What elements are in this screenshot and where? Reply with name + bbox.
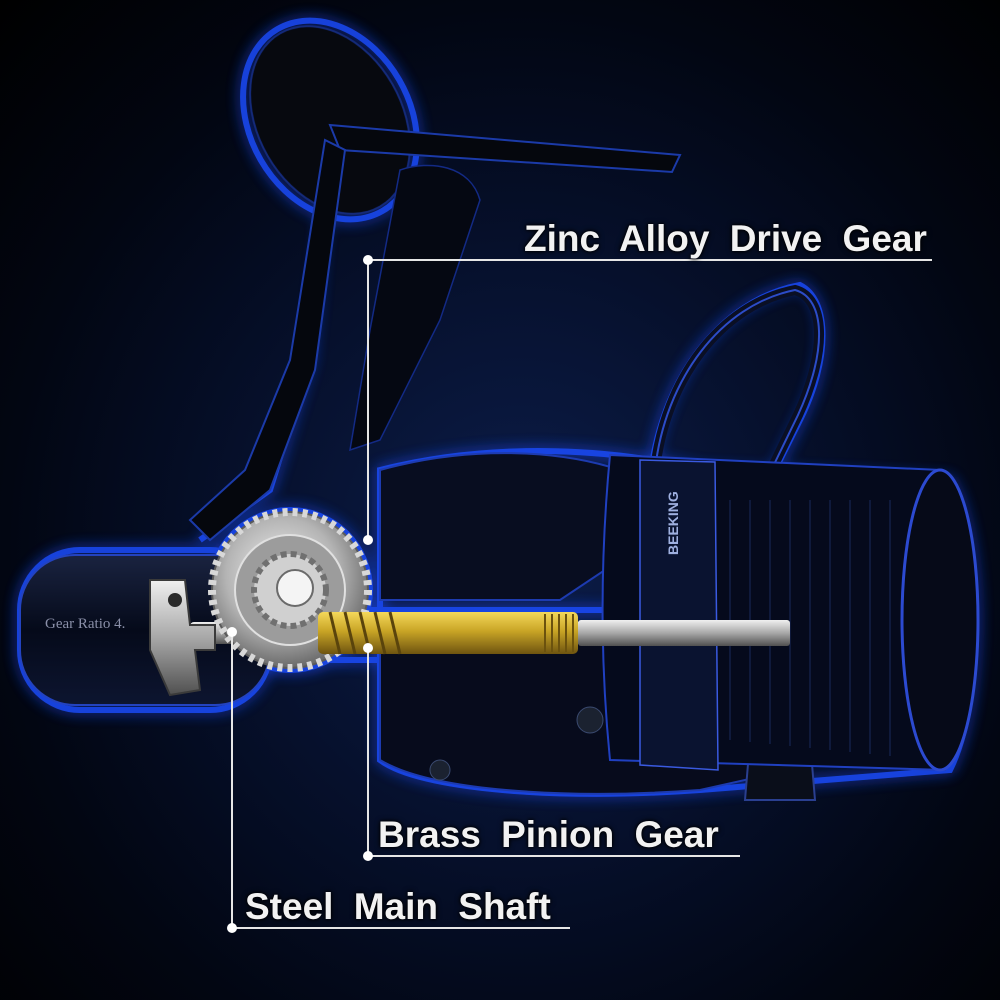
drive-gear-label: Zinc Alloy Drive Gear (524, 218, 927, 259)
handle-arm (328, 123, 682, 174)
spool-lip (900, 468, 980, 772)
main-shaft-label: Steel Main Shaft (245, 886, 551, 927)
gear-ratio-text: Gear Ratio 4. (45, 616, 125, 632)
rotor-arm (188, 138, 347, 542)
pinion-gear-label: Brass Pinion Gear (378, 814, 719, 855)
leader-dots (227, 255, 373, 933)
shaft-thread (544, 614, 574, 652)
handle-knob (249, 25, 411, 215)
shaft-end (578, 620, 790, 646)
spool-band (639, 459, 719, 771)
handle-crank (149, 579, 216, 697)
brass-pinion-gear (318, 612, 578, 654)
reel-housing (379, 452, 621, 601)
spool-brand-text: BEEKING (665, 491, 681, 555)
reel-foot (349, 164, 481, 452)
